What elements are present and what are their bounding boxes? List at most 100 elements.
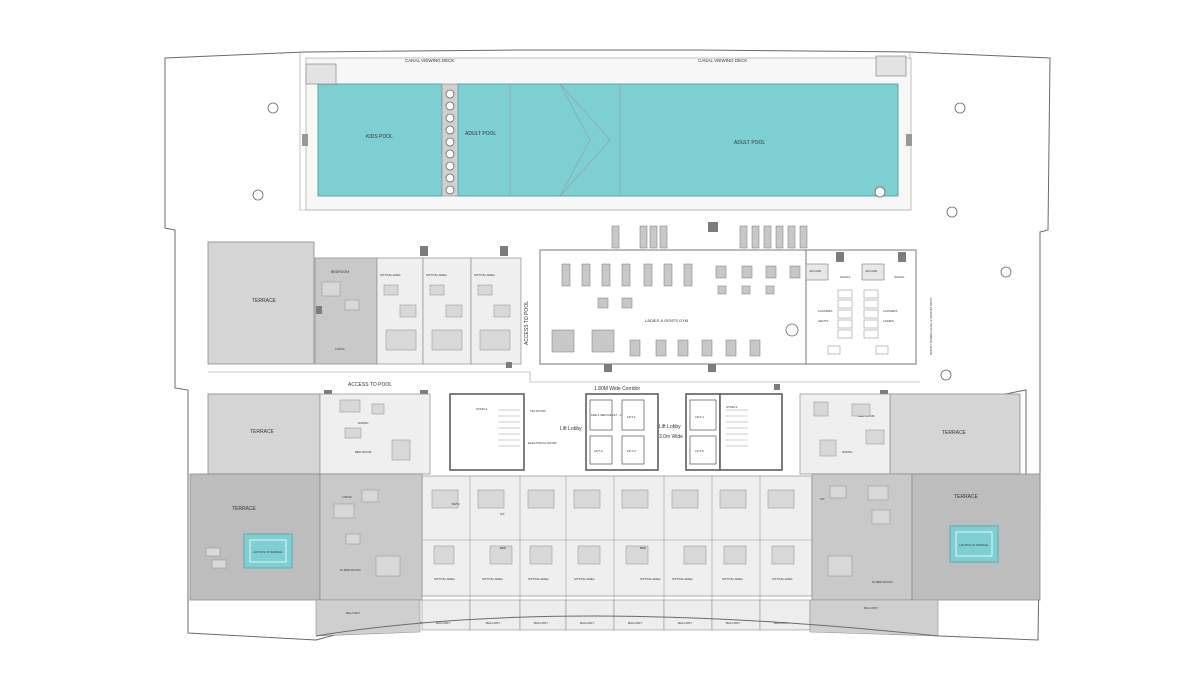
sitting-lower-7: SITTING AREA (722, 577, 743, 581)
furniture-bottom-left (205, 489, 401, 577)
bed-lower-1: BED (500, 546, 507, 550)
furniture-mid-left (339, 399, 411, 461)
terrace-mid-left (207, 393, 321, 475)
lap-pool-right-label: LAP POOL IN TERRACE (959, 543, 988, 547)
canal-deck-label-left: CANAL VIEWING DECK (405, 58, 454, 63)
dining-label-right: DINING (842, 450, 853, 454)
spa-cubicles (785, 289, 889, 355)
lap-pool-left-label: LAP POOL IN TERRACE (253, 550, 282, 554)
terrace-top-left (207, 241, 315, 365)
terrace-bottom-right-label: TERRACE (954, 494, 979, 500)
loungers (611, 222, 808, 249)
lift-1-label: LIFT-1 (627, 415, 636, 419)
living-label-bottom-left: LIVING (342, 495, 353, 499)
balcony-strip (421, 599, 811, 631)
gents-label: GENTS (818, 319, 828, 323)
sitting-lower-2: SITTING AREA (482, 577, 503, 581)
ladies-label: LADIES (883, 319, 894, 323)
sitting-label-2: SITTING AREA (426, 273, 447, 277)
sitting-label-3: SITTING AREA (474, 273, 495, 277)
access-pool-vertical: ACCESS TO POOL (524, 301, 530, 345)
sitting-lower-8: SITTING AREA (772, 577, 793, 581)
accessibility-icons (252, 102, 1012, 381)
jacuzzi-2-label: JACUZZI (865, 269, 877, 273)
electrical-room-label: ELECTRICAL ROOM (528, 441, 557, 445)
bed-lower-2: BED (640, 546, 647, 550)
bedroom-label-mid-left: BED ROOM (355, 450, 372, 454)
balcony-label-3: BALCONY (534, 621, 548, 625)
stair-2-label: STAIR-2 (726, 405, 738, 409)
fire-lift (589, 399, 613, 431)
corridor-walls (208, 371, 920, 383)
balcony-label-8: BALCONY (774, 621, 788, 625)
balcony-label-6: BALCONY (678, 621, 692, 625)
core-left (449, 393, 525, 471)
sauna-2-label: SAUNA (894, 275, 904, 279)
access-pool-horizontal: ACCESS TO POOL (348, 382, 392, 388)
terrace-mid-right-label: TERRACE (942, 430, 967, 436)
lift-4 (689, 399, 717, 431)
balcony-label-1: BALCONY (436, 621, 450, 625)
tower-note: NORTH TOWER LEVEL 4 PODIUM ROOF (929, 297, 933, 355)
jacuzzi-1-label: JACUZZI (809, 269, 821, 273)
lift-5-label: LIFT-5 (695, 449, 704, 453)
canal-deck-label-right: CANAL VIEWING DECK (698, 58, 747, 63)
lift-lobby-width-label: 3.0m Wide (659, 434, 683, 440)
lift-3-label: LIFT-3 (627, 449, 636, 453)
lower-furniture (431, 489, 795, 565)
adult-pool-label-large: ADULT POOL (734, 140, 765, 146)
living-label-1: LIVING (335, 347, 346, 351)
kit-lower-1: KIT. (500, 512, 505, 516)
adult-pool-label-small: ADULT POOL (465, 131, 496, 137)
lift-3 (621, 435, 645, 465)
corridor-label: 1.80M Wide Corridor (594, 386, 640, 392)
balcony-label-4: BALCONY (580, 621, 594, 625)
sitting-lower-6: SITTING AREA (672, 577, 693, 581)
lift-2-label: LIFT-2 (594, 449, 603, 453)
lap-pool-right-edge (955, 531, 993, 557)
podium-south-edge (315, 615, 939, 637)
core-right (719, 393, 783, 471)
sitting-lower-1: SITTING AREA (434, 577, 455, 581)
pool-divider-pattern (445, 89, 455, 195)
apartment-furniture-upper (321, 281, 511, 351)
jacuzzi-1 (805, 263, 829, 281)
lift-2 (589, 435, 613, 465)
balcony-label-2: BALCONY (486, 621, 500, 625)
master-bed-right: M. BED ROOM (872, 580, 893, 584)
apartment-bottom-right (811, 473, 913, 601)
lockers-2-label: LOCKERS (883, 309, 897, 313)
sitting-lower-5: SITTING AREA (640, 577, 661, 581)
lift-1 (621, 399, 645, 431)
lockers-1-label: LOCKERS (818, 309, 832, 313)
terrace-mid-right (889, 393, 1021, 475)
balcony-label-right: BALCONY (864, 606, 878, 610)
bedroom-label: BEDROOM (331, 270, 349, 274)
lift-lobby-label-left: Lift Lobby (560, 426, 582, 432)
apartment-upper-1 (314, 257, 378, 365)
lift-5 (689, 435, 717, 465)
furniture-mid-right (813, 401, 885, 457)
kids-pool (317, 83, 443, 197)
stairs (498, 409, 748, 447)
pool-steps (302, 55, 912, 146)
terrace-bottom-left-label: TERRACE (232, 506, 257, 512)
balcony-label-left: BALCONY (346, 611, 360, 615)
sitting-lower-4: SITTING AREA (574, 577, 595, 581)
balcony-label-7: BALCONY (726, 621, 740, 625)
terrace-mid-left-label: TERRACE (250, 429, 275, 435)
bath-lower-1: BATH (452, 502, 460, 506)
kids-pool-label: KIDS POOL (366, 134, 393, 140)
jacuzzi-2 (861, 263, 885, 281)
gym-equipment (551, 263, 801, 357)
lap-pool-left-edge (249, 539, 287, 563)
balcony-bottom-left (315, 599, 421, 637)
sitting-label-1: SITTING AREA (380, 273, 401, 277)
stair-1-label: STAIR-1 (476, 407, 488, 411)
adult-pool-lines (509, 83, 621, 197)
apartment-dividers (422, 476, 812, 604)
fire-lift-label: FIRE & SERVICE LIFT - A (591, 413, 622, 417)
sauna-1-label: SAUNA (840, 275, 850, 279)
dining-label-left: DINING (358, 421, 369, 425)
adult-pool (457, 83, 899, 197)
